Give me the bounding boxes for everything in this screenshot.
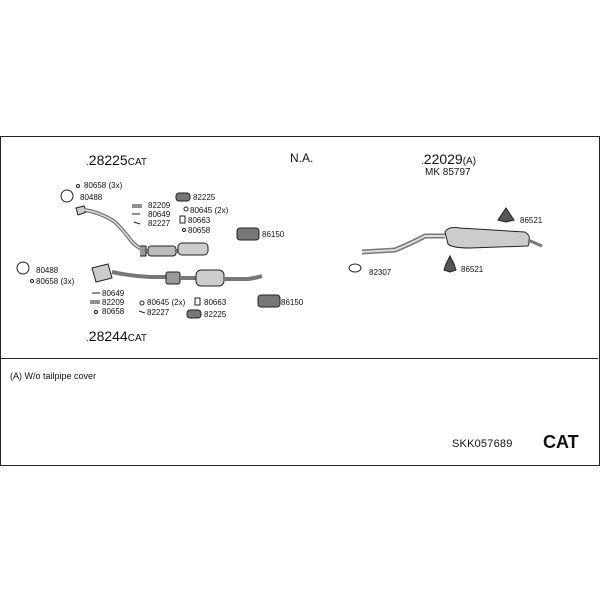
middle-section-label: N.A.: [290, 151, 314, 165]
lower-flange-gasket-icon: [16, 261, 30, 275]
part-label: 80658 (3x): [36, 277, 75, 286]
sleeve-80663-icon: [179, 215, 186, 224]
upper-front-pipe-drawing: [60, 189, 209, 257]
part-label: 80663: [204, 298, 227, 307]
part-label: 82227: [147, 308, 170, 317]
nut-icon: [94, 310, 98, 314]
part-label: 82227: [148, 219, 171, 228]
part-label: 80658: [188, 226, 211, 235]
hanger-82225-lower-icon: [186, 309, 202, 319]
part-label: 82209: [102, 298, 125, 307]
part-label: 80645 (2x): [190, 206, 229, 215]
lower-front-pipe-drawing: [16, 261, 263, 287]
lower-hardware-icons: [30, 279, 281, 319]
lower-flex-joint-icon: [165, 271, 181, 285]
nut-icon: [30, 279, 34, 283]
part-label: 80488: [80, 193, 103, 202]
bolt-icon: [138, 310, 146, 314]
rear-silencer-drawing: [348, 207, 543, 273]
part-label: 80645 (2x): [147, 298, 186, 307]
lower-assembly-number: .28244CAT: [86, 328, 147, 344]
part-label: 80649: [102, 289, 125, 298]
bolt-icon: [133, 221, 141, 225]
part-label: 82225: [204, 310, 227, 319]
bolt-80645-icon: [183, 206, 189, 212]
rear-silencer-body-icon: [444, 227, 530, 249]
part-label: 80663: [188, 216, 211, 225]
footnote: (A) W/o tailpipe cover: [10, 371, 97, 381]
upper-flange-gasket-icon: [60, 189, 74, 203]
spring-icon: [132, 204, 142, 208]
part-label: 80658 (3x): [84, 181, 123, 190]
lower-manifold-flange-icon: [91, 263, 113, 283]
upper-assembly-number: .28225CAT: [86, 152, 147, 168]
part-label: 86150: [281, 298, 304, 307]
clamp-82307-icon: [348, 263, 362, 273]
rear-mk-number: MK 85797: [425, 167, 471, 178]
part-label: 80649: [148, 210, 171, 219]
part-label: 86521: [520, 216, 543, 225]
hanger-86521-lower-icon: [443, 254, 457, 273]
clamp-86150-lower-icon: [257, 294, 281, 308]
part-label: 86150: [262, 230, 285, 239]
sleeve-80663-lower-icon: [194, 297, 201, 306]
part-label: 82209: [148, 201, 171, 210]
upper-hardware-icons: [76, 184, 260, 241]
kit-code: SKK057689: [452, 438, 513, 450]
part-label: 80658: [102, 307, 125, 316]
upper-converter-icon: [177, 242, 209, 256]
part-label: 86521: [461, 265, 484, 274]
notes-divider: [0, 358, 598, 359]
upper-catalyst-icon: [147, 245, 177, 257]
hanger-82225-upper-icon: [175, 192, 191, 202]
bolt-80645-lower-icon: [139, 300, 145, 306]
part-label: 80488: [36, 266, 59, 275]
lower-converter-icon: [195, 269, 225, 287]
nut-icon: [76, 184, 80, 188]
category-label: CAT: [543, 432, 579, 452]
part-label: 82307: [369, 268, 392, 277]
hanger-86521-upper-icon: [497, 207, 515, 223]
nut-80658-icon: [182, 228, 186, 232]
spring-icon: [90, 300, 100, 304]
part-label: 82225: [193, 193, 216, 202]
rear-assembly-number: .22029(A): [421, 151, 477, 167]
clamp-86150-upper-icon: [236, 227, 260, 241]
